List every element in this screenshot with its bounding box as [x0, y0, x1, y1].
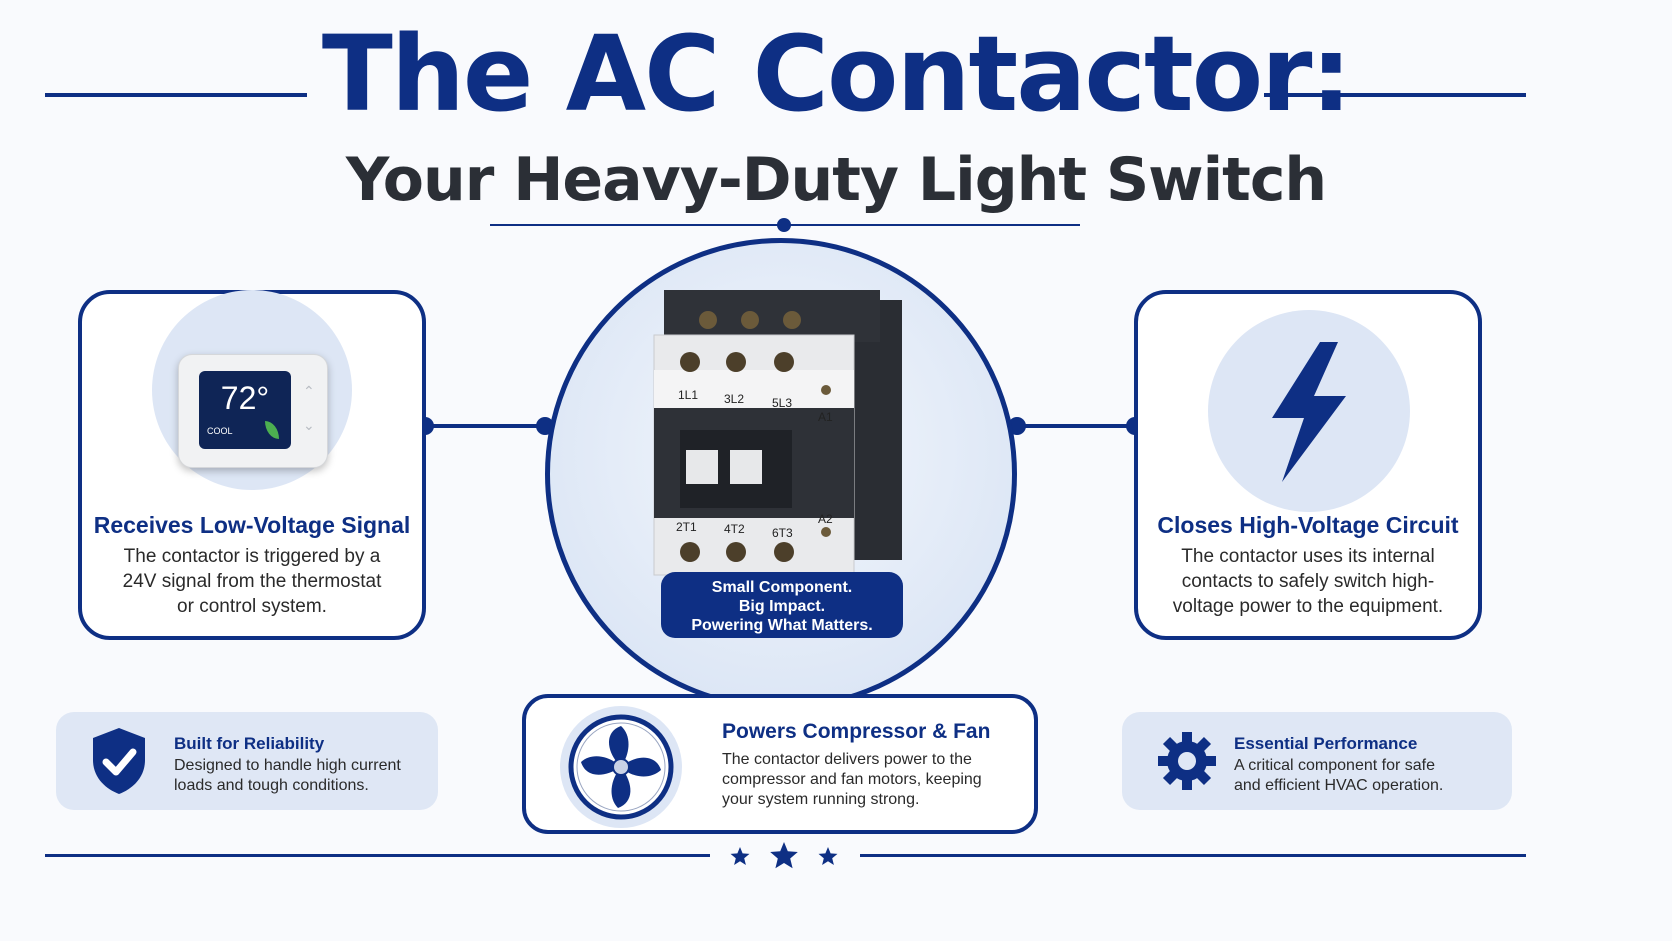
thermostat-mode: COOL [207, 426, 233, 436]
terminal-label-2t1: 2T1 [676, 520, 697, 534]
subtitle-rule-dot [777, 218, 791, 232]
thermostat-temperature: 72° [220, 380, 270, 416]
signal-card-title: Receives Low-Voltage Signal [93, 512, 411, 538]
compressor-card: Powers Compressor & Fan The contactor de… [522, 694, 1038, 834]
terminal-label-4t2: 4T2 [724, 522, 745, 536]
screw-bottom-1 [680, 542, 700, 562]
reliability-box: Built for Reliability Designed to handle… [56, 712, 438, 810]
screw-top-3 [783, 311, 801, 329]
contactor-image [653, 290, 902, 576]
terminal-label-5l3: 5L3 [772, 396, 793, 410]
chevron-down-icon: ⌄ [303, 417, 315, 433]
performance-title: Essential Performance [1234, 734, 1418, 753]
screw-top-2 [741, 311, 759, 329]
title-rule-left [45, 93, 307, 97]
thermostat-icon: 72° COOL ⌃ ⌄ [178, 354, 328, 468]
screw-top-1 [699, 311, 717, 329]
performance-text: A critical component for safe and effici… [1234, 757, 1444, 794]
footer-stars [730, 842, 838, 869]
connector-left [425, 424, 545, 428]
thermostat-screen: 72° COOL [199, 371, 291, 449]
screw-mid-2 [726, 352, 746, 372]
terminal-label-a1: A1 [818, 410, 833, 424]
reliability-text: Designed to handle high current loads an… [174, 757, 401, 794]
screw-bottom-2 [726, 542, 746, 562]
connector-right [1018, 424, 1136, 428]
contactor-side [850, 300, 902, 560]
contactor-top-housing [664, 290, 880, 342]
contactor-button-1 [686, 450, 718, 484]
footer-rule-left [45, 854, 710, 857]
performance-box: Essential Performance A critical compone… [1122, 712, 1512, 810]
lightning-bolt-icon [1272, 342, 1346, 482]
compressor-title: Powers Compressor & Fan [722, 720, 991, 743]
shield-check-icon [93, 728, 145, 794]
screw-mid-1 [680, 352, 700, 372]
contactor-upper-band [654, 370, 854, 412]
star-icon [770, 842, 798, 869]
screw-a2 [821, 527, 831, 537]
signal-card-text: The contactor is triggered by a 24V sign… [122, 546, 382, 617]
terminal-label-6t3: 6T3 [772, 526, 793, 540]
screw-a1 [821, 385, 831, 395]
star-icon [818, 847, 838, 865]
chevron-up-icon: ⌃ [303, 383, 315, 399]
terminal-label-3l2: 3L2 [724, 392, 745, 406]
reliability-title: Built for Reliability [174, 734, 325, 753]
star-icon [730, 847, 750, 865]
impact-badge: Small Component. Big Impact. Powering Wh… [661, 572, 903, 638]
page-subtitle: Your Heavy-Duty Light Switch [345, 145, 1327, 215]
footer-rule-right [860, 854, 1526, 857]
screw-bottom-3 [774, 542, 794, 562]
circuit-card: Closes High-Voltage Circuit The contacto… [1134, 290, 1482, 640]
screw-mid-3 [774, 352, 794, 372]
circuit-card-text: The contactor uses its internal contacts… [1172, 546, 1444, 617]
contactor-button-2 [730, 450, 762, 484]
signal-card: 72° COOL ⌃ ⌄ Receives Low-Voltage Signal… [78, 290, 426, 640]
terminal-label-1l1: 1L1 [678, 388, 699, 402]
title-rule-right [1264, 93, 1526, 97]
compressor-text: The contactor delivers power to the comp… [722, 751, 982, 808]
gear-icon [1158, 732, 1216, 790]
circuit-card-title: Closes High-Voltage Circuit [1157, 512, 1459, 538]
fan-icon [568, 714, 674, 820]
leaf-icon [265, 421, 279, 439]
page-title: The AC Contactor: [321, 13, 1352, 135]
terminal-label-a2: A2 [818, 512, 833, 526]
